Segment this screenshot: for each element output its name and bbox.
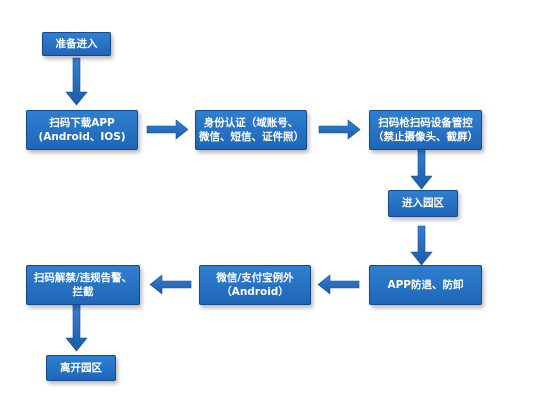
node-payment-exception-line-1: 微信/支付宝例外 — [216, 271, 294, 284]
node-scanner-control: 扫码枪扫码设备管控 （禁止摄像头、截屏） — [369, 110, 482, 150]
node-scanner-control-line-2: （禁止摄像头、截屏） — [373, 131, 478, 143]
arrow-left-1 — [317, 274, 360, 295]
node-enter-park-line-1: 进入园区 — [402, 197, 444, 210]
node-scan-download: 扫码下载APP (Android、IOS) — [26, 110, 138, 150]
node-prepare: 准备进入 — [42, 32, 111, 56]
arrow-down-1 — [65, 57, 88, 106]
node-leave-park: 离开园区 — [46, 355, 116, 381]
arrow-right-2 — [318, 119, 361, 140]
arrow-down-2 — [410, 147, 433, 190]
node-payment-exception: 微信/支付宝例外 （Android） — [199, 265, 311, 305]
node-payment-exception-line-2: （Android） — [221, 286, 289, 298]
arrow-down-3 — [410, 225, 433, 266]
arrow-right-1 — [146, 119, 189, 140]
node-unlock-report-line-2: 拦截 — [72, 286, 94, 298]
node-identity-auth-line-2: 微信、短信、证件照） — [199, 131, 304, 143]
node-scan-download-line-2: (Android、IOS) — [38, 131, 126, 143]
arrow-left-2 — [149, 274, 192, 295]
node-leave-park-line-1: 离开园区 — [60, 361, 102, 374]
node-app-protect-line-1: APP防退、防卸 — [387, 278, 464, 291]
node-unlock-report-line-1: 扫码解禁/违规告警、 — [33, 271, 133, 284]
node-unlock-report: 扫码解禁/违规告警、 拦截 — [26, 265, 140, 305]
node-scanner-control-line-1: 扫码枪扫码设备管控 — [378, 116, 473, 129]
node-app-protect: APP防退、防卸 — [369, 265, 482, 305]
node-identity-auth-line-1: 身份认证（域账号、 — [203, 116, 299, 129]
node-identity-auth: 身份认证（域账号、 微信、短信、证件照） — [195, 110, 307, 150]
arrow-down-4 — [65, 303, 88, 352]
node-prepare-line-1: 准备进入 — [55, 37, 98, 50]
node-enter-park: 进入园区 — [388, 190, 458, 217]
node-scan-download-line-1: 扫码下载APP — [49, 116, 115, 129]
